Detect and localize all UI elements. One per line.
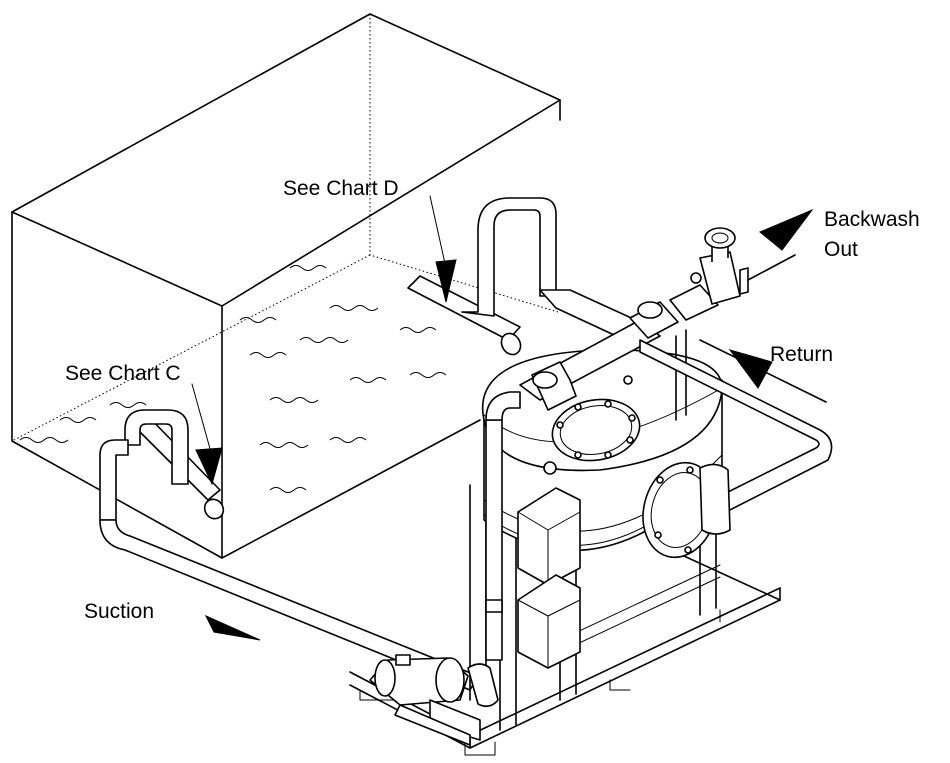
label-return: Return bbox=[770, 343, 833, 366]
arrow-return bbox=[728, 349, 773, 389]
label-see-chart-d: See Chart D bbox=[283, 177, 399, 200]
water-waves bbox=[19, 265, 447, 493]
return-inlet-pipe bbox=[407, 197, 641, 356]
control-boxes bbox=[517, 487, 581, 669]
arrow-backwash bbox=[759, 208, 814, 251]
top-manway bbox=[551, 398, 641, 462]
pump bbox=[369, 654, 499, 746]
label-backwash-out: Out bbox=[824, 238, 858, 261]
arrow-chart-c bbox=[195, 447, 223, 486]
label-suction: Suction bbox=[84, 600, 154, 623]
tank bbox=[11, 13, 561, 559]
label-backwash: Backwash bbox=[824, 208, 920, 231]
arrow-suction bbox=[204, 614, 261, 641]
flow-arrows bbox=[191, 195, 814, 641]
arrow-chart-d bbox=[435, 259, 457, 303]
backwash-valve bbox=[690, 227, 796, 305]
label-see-chart-c: See Chart C bbox=[65, 362, 181, 385]
header-pipe bbox=[519, 284, 719, 421]
vessel-pipes bbox=[485, 391, 521, 661]
